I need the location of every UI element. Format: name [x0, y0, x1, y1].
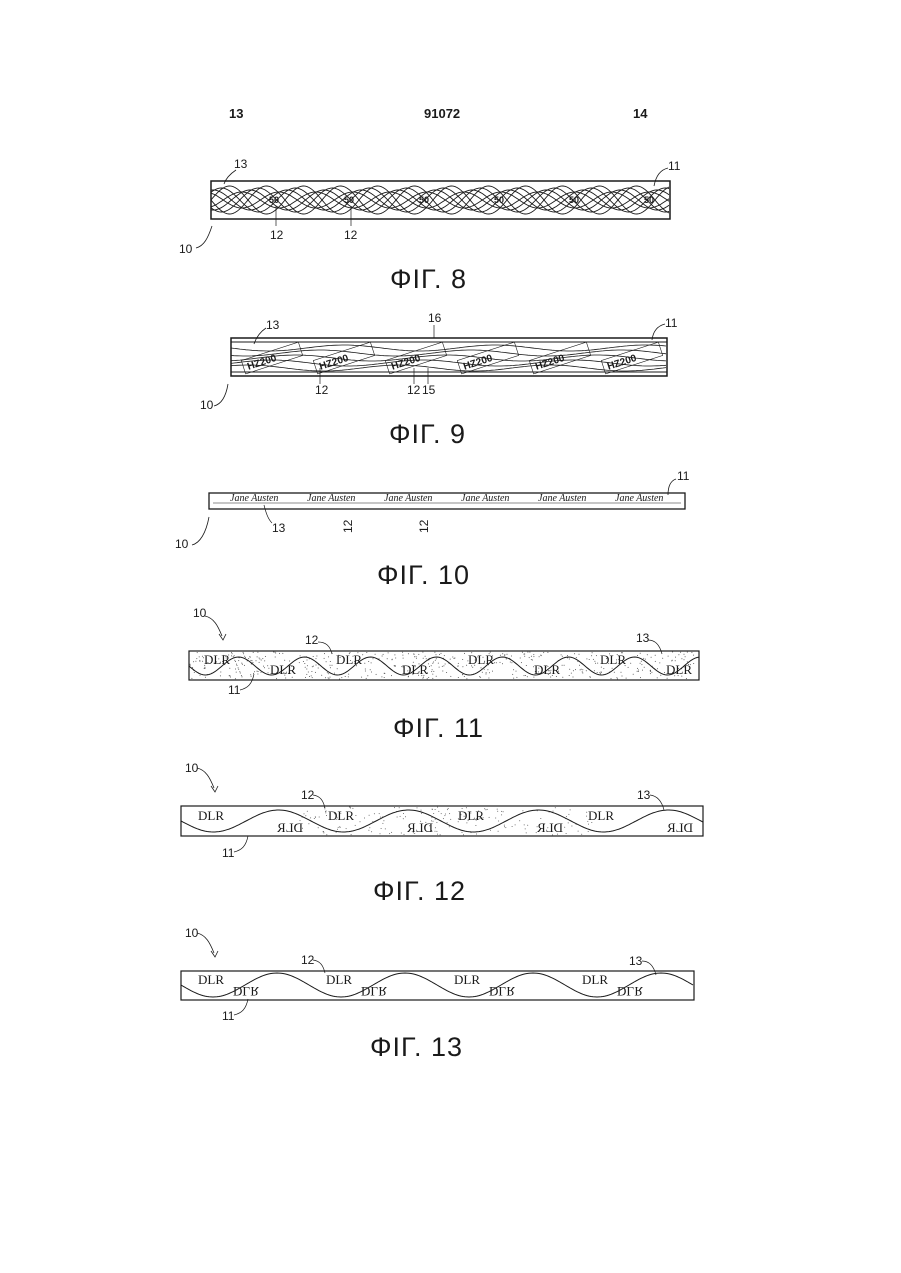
- pattern-dlr-text: DLR: [198, 808, 224, 823]
- pattern-dlr-mirrored: DLR: [277, 820, 303, 835]
- pattern-dlr-text: DLR: [204, 652, 230, 667]
- pattern-dlr-text: DLR: [458, 808, 484, 823]
- figure-12-drawing: DLR DLR DLR DLR DLR DLR DLR DLR 10 12 13 11: [0, 760, 901, 870]
- ref-13: 13: [637, 788, 651, 802]
- pattern-signature: Jane Austen: [384, 493, 432, 504]
- ref-13: 13: [629, 954, 643, 968]
- pattern-signature: Jane Austen: [538, 493, 586, 504]
- pattern-dlr-flipped: DLR: [489, 984, 515, 999]
- ref-10: 10: [200, 398, 214, 412]
- figure-10-caption: ΦΙΓ. 10: [377, 560, 470, 591]
- pattern-dlr-text: DLR: [326, 972, 352, 987]
- ref-12-a: 12: [341, 519, 355, 533]
- pattern-signature: Jane Austen: [307, 493, 355, 504]
- pattern-dlr-text: DLR: [336, 652, 362, 667]
- ref-10: 10: [185, 926, 199, 940]
- page-number-left: 13: [229, 106, 243, 121]
- pattern-dlr-text: DLR: [582, 972, 608, 987]
- pattern-dlr-mirrored: DLR: [667, 820, 693, 835]
- ref-12-b: 12: [417, 519, 431, 533]
- ref-13: 13: [272, 521, 286, 535]
- ref-12: 12: [301, 953, 315, 967]
- pattern-dlr-text: DLR: [600, 652, 626, 667]
- figure-12-caption: ΦΙΓ. 12: [373, 876, 466, 907]
- ref-11: 11: [677, 469, 690, 483]
- pattern-signature: Jane Austen: [615, 493, 663, 504]
- ref-11: 11: [668, 159, 681, 173]
- ref-10: 10: [179, 242, 193, 256]
- figure-13-caption: ΦΙΓ. 13: [370, 1032, 463, 1063]
- pattern-signature: Jane Austen: [230, 493, 278, 504]
- figure-8-caption: ΦΙΓ. 8: [390, 264, 467, 295]
- ref-13: 13: [266, 318, 280, 332]
- figure-11-drawing: DLR DLR DLR DLR DLR DLR DLR DLR 10 12 13 11: [0, 600, 901, 710]
- ref-12: 12: [301, 788, 315, 802]
- pattern-50-mark: 50: [569, 195, 579, 205]
- pattern-50-mark: 50: [419, 195, 429, 205]
- document-number: 91072: [424, 106, 460, 121]
- ref-10: 10: [175, 537, 189, 551]
- ref-13: 13: [636, 631, 650, 645]
- pattern-dlr-text: DLR: [454, 972, 480, 987]
- pattern-dlr-text: DLR: [534, 662, 560, 677]
- ref-10: 10: [193, 606, 207, 620]
- pattern-dlr-text: DLR: [198, 972, 224, 987]
- ref-10: 10: [185, 761, 199, 775]
- figure-13-drawing: DLR DLR DLR DLR DLR DLR DLR DLR 10 12 13 11: [0, 925, 901, 1025]
- ref-12: 12: [305, 633, 319, 647]
- figure-8-drawing: 50 50 50 50 50 50 13 11 12 12 10: [0, 150, 901, 260]
- pattern-dlr-flipped: DLR: [233, 984, 259, 999]
- figure-9-drawing: HZ200HZ200HZ200HZ200HZ200HZ200 13 16 11 …: [0, 308, 901, 418]
- pattern-50-mark: 50: [269, 195, 279, 205]
- pattern-dlr-text: DLR: [402, 662, 428, 677]
- pattern-dlr-mirrored: DLR: [407, 820, 433, 835]
- pattern-50-mark: 50: [344, 195, 354, 205]
- figure-10-drawing: Jane Austen Jane Austen Jane Austen Jane Au…: [0, 465, 901, 565]
- figure-9-caption: ΦΙΓ. 9: [389, 419, 466, 450]
- ref-11: 11: [228, 683, 241, 697]
- ref-12-a: 12: [315, 383, 329, 397]
- figure-11-caption: ΦΙΓ. 11: [393, 713, 484, 744]
- ref-12-b: 12: [344, 228, 358, 242]
- pattern-dlr-flipped: DLR: [617, 984, 643, 999]
- pattern-dlr-text: DLR: [588, 808, 614, 823]
- pattern-dlr-text: DLR: [270, 662, 296, 677]
- ref-11: 11: [665, 316, 678, 330]
- pattern-50-mark: 50: [644, 195, 654, 205]
- ref-11: 11: [222, 1009, 235, 1023]
- ref-11: 11: [222, 846, 235, 860]
- pattern-dlr-text: DLR: [468, 652, 494, 667]
- pattern-dlr-text: DLR: [328, 808, 354, 823]
- pattern-dlr-mirrored: DLR: [537, 820, 563, 835]
- ref-12-b: 12: [407, 383, 421, 397]
- pattern-dlr-text: DLR: [666, 662, 692, 677]
- ref-15: 15: [422, 383, 436, 397]
- ref-12-a: 12: [270, 228, 284, 242]
- pattern-50-mark: 50: [494, 195, 504, 205]
- pattern-dlr-flipped: DLR: [361, 984, 387, 999]
- ref-13: 13: [234, 157, 248, 171]
- page-number-right: 14: [633, 106, 647, 121]
- pattern-signature: Jane Austen: [461, 493, 509, 504]
- ref-16: 16: [428, 311, 442, 325]
